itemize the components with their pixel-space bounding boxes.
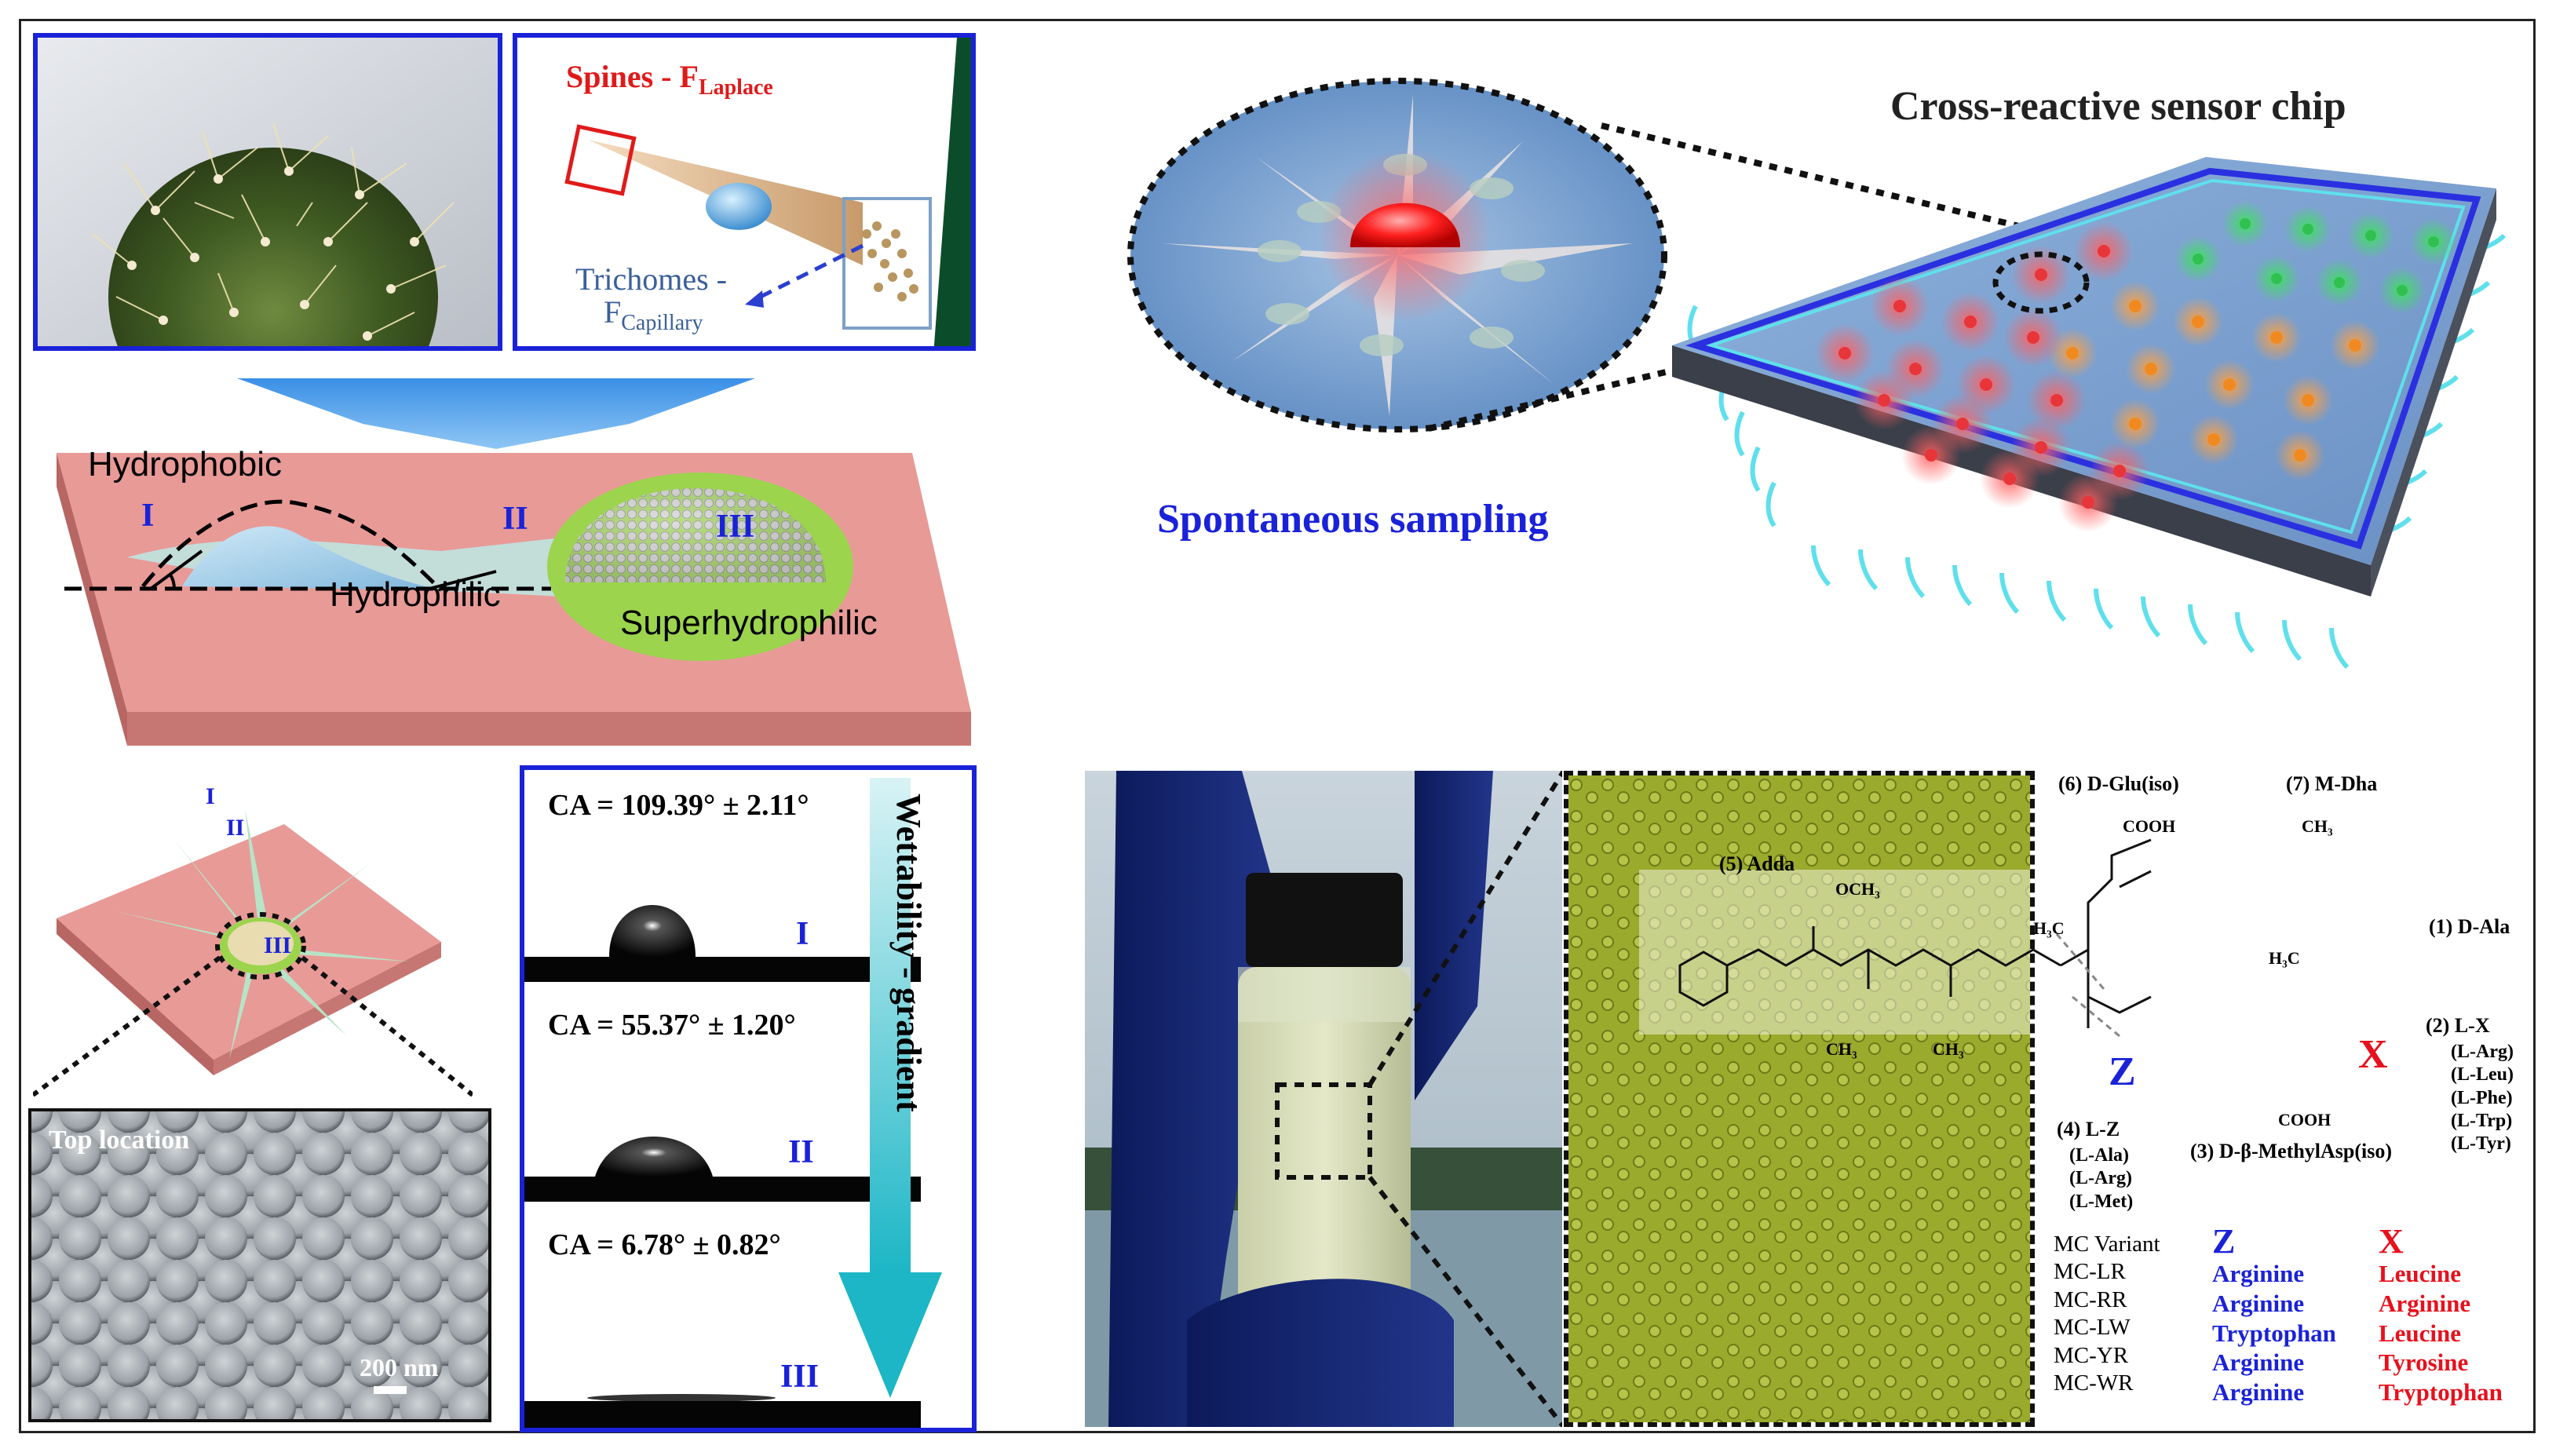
label-lx: (2) L-X [2426,1014,2490,1037]
variant-column: MC Variant MC-LR MC-RR MC-LW MC-YR MC-WR [2054,1231,2160,1397]
label-adda: (5) Adda [1719,852,1795,875]
microcystin-structure [1678,838,2152,1038]
lz-option: (L-Met) [2069,1191,2134,1212]
variant-row: MC-RR [2054,1286,2127,1312]
chip-title: Cross-reactive sensor chip [1890,84,2346,129]
cactus-photo [38,38,498,346]
label-lz: (4) L-Z [2057,1118,2120,1140]
sem-micrograph [31,1111,488,1419]
spine-schematic-panel: Spines - FLaplace Trichomes - FCapillary [513,33,976,351]
lz-options: (L-Ala) (L-Arg) (L-Met) [2069,1144,2133,1213]
contact-angle-panel: CA = 109.39° ± 2.11° CA = 55.37° ± 1.20°… [520,765,977,1432]
lx-options: (L-Arg) (L-Leu) (L-Phe) (L-Trp) (L-Tyr) [2451,1041,2514,1155]
trichomes-f: F [604,294,622,330]
star-pattern-diagram [33,808,473,1097]
x-value: Arginine [2379,1289,2471,1317]
variant-row: MC-LW [2054,1315,2131,1341]
region-ii-label: II [502,501,528,537]
x-column: Leucine Arginine Leucine Tyrosine Trypto… [2379,1259,2503,1407]
scale-bar [374,1386,407,1394]
figure-frame [19,19,2536,1433]
label-ch3-top: CH₃ [2302,816,2333,836]
x-column-header: X [2379,1222,2404,1261]
z-value: Arginine [2212,1289,2305,1317]
variant-row: MC-WR [2054,1370,2134,1396]
label-h3c-a: H₃C [2033,918,2065,938]
x-value: Leucine [2379,1319,2462,1347]
contact-angle-2: CA = 55.37° ± 1.20° [548,1009,796,1042]
sample-zoom-box [1275,1082,1372,1180]
contact-angle-3: CA = 6.78° ± 0.82° [548,1228,781,1261]
contact-angle-1: CA = 109.39° ± 2.11° [548,789,809,822]
star-region-i: I [206,783,215,809]
label-dmeasp: (3) D-β-MethylAsp(iso) [2190,1140,2393,1162]
region-iii-label: III [716,509,755,545]
spontaneous-sampling-label: Spontaneous sampling [1157,497,1549,542]
hydrophilic-label: Hydrophilic [330,575,501,614]
lx-option: (L-Trp) [2451,1110,2513,1131]
sensor-chip-diagram [1127,78,2507,670]
label-cooh-2: COOH [2278,1110,2331,1129]
z-value: Arginine [2212,1378,2305,1407]
region-i-label: I [141,498,155,534]
z-column-header: Z [2212,1222,2236,1261]
down-arrow-shape [237,378,755,449]
cactus-photo-panel [33,33,502,351]
label-ch3-c: CH₃ [1933,1039,1964,1059]
trichomes-label: Trichomes - [575,261,727,297]
drop-i-label: I [796,916,809,952]
lz-option: (L-Arg) [2069,1168,2132,1189]
scale-bar-label: 200 nm [360,1353,439,1381]
z-value: Tryptophan [2212,1319,2336,1347]
label-cooh-1: COOH [2123,816,2176,836]
wettability-gradient-label: Wettability - gradient [889,794,928,1112]
superhydrophilic-label: Superhydrophilic [620,604,878,642]
hydrophobic-label: Hydrophobic [88,445,283,484]
variant-row: MC-YR [2054,1342,2129,1368]
sem-location-label: Top location [49,1126,190,1155]
lx-option: (L-Arg) [2451,1042,2514,1062]
water-sample-photo [1085,771,1562,1427]
wettability-slab-diagram [57,378,971,746]
label-dglu: (6) D-Glu(iso) [2058,772,2179,795]
z-value: Arginine [2212,1260,2305,1287]
lx-option: (L-Leu) [2451,1064,2514,1086]
x-value: Tyrosine [2379,1348,2469,1377]
spines-label: Spines - F [566,59,699,94]
x-value: Leucine [2379,1260,2462,1287]
sem-image-panel: Top location 200 nm [28,1108,491,1422]
x-value: Tryptophan [2379,1378,2503,1407]
label-mdha: (7) M-Dha [2286,772,2378,795]
label-dala: (1) D-Ala [2429,915,2510,938]
lz-option: (L-Ala) [2069,1145,2129,1166]
variant-header: MC Variant [2054,1232,2160,1257]
laplace-subscript: Laplace [698,75,773,100]
star-region-ii: II [226,815,245,841]
capillary-subscript: Capillary [621,311,703,335]
drop-ii-label: II [788,1134,814,1170]
label-z: Z [2109,1049,2136,1094]
microscope-image [1564,771,2035,1427]
lx-option: (L-Tyr) [2451,1133,2511,1155]
variant-row: MC-LR [2054,1259,2126,1285]
z-value: Arginine [2212,1348,2305,1377]
contact-angle-images [524,778,942,1428]
label-h3c-b: H₃C [2269,948,2300,968]
label-x: X [2358,1032,2388,1077]
lx-option: (L-Phe) [2451,1087,2513,1108]
label-och3: OCH₃ [1835,879,1880,899]
z-column: Arginine Arginine Tryptophan Arginine Ar… [2212,1259,2336,1407]
star-region-iii: III [264,932,292,958]
drop-iii-label: III [780,1359,820,1395]
sensor-spot-grid [1815,200,2457,532]
spine-schematic [564,38,971,346]
label-ch3-b: CH₃ [1826,1039,1857,1059]
